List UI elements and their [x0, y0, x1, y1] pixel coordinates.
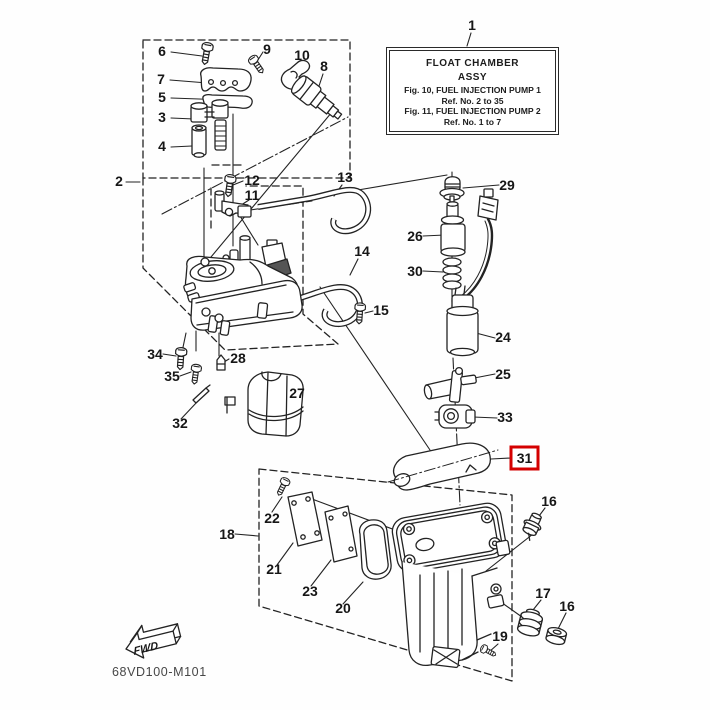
ref-label-18[interactable]: 18 [219, 526, 235, 542]
part-32-pin [192, 384, 211, 404]
assy-title-line-2: ASSY [457, 72, 488, 83]
ref-label-8[interactable]: 8 [320, 58, 328, 74]
ref-label-34[interactable]: 34 [147, 346, 163, 362]
ref-label-29[interactable]: 29 [499, 177, 515, 193]
ref-label-6[interactable]: 6 [158, 43, 166, 59]
ref-label-33[interactable]: 33 [497, 409, 513, 425]
part-30-spring [442, 257, 462, 290]
ref-labels: 1 2 6 7 5 3 4 9 10 8 12 11 13 14 15 34 3… [115, 17, 575, 644]
ref-label-11[interactable]: 11 [245, 187, 260, 203]
highlight-box [509, 445, 540, 471]
part-34-screw [173, 346, 188, 371]
float-chamber-body [391, 502, 511, 669]
float-chamber-assy-box-inner: FLOAT CHAMBER ASSY Fig. 10, FUEL INJECTI… [389, 50, 556, 132]
ref-label-16a[interactable]: 16 [541, 493, 557, 509]
ref-label-23[interactable]: 23 [302, 583, 318, 599]
highlighted-ref-31[interactable]: 31 [509, 445, 540, 471]
group-18-dashed-box [258, 468, 513, 682]
fuel-pump-body [183, 235, 303, 336]
assy-fig-line-2: Fig. 11, FUEL INJECTION PUMP 2 [404, 106, 541, 117]
ref-label-30[interactable]: 30 [407, 263, 423, 279]
part-25-fitting [423, 366, 477, 403]
ref-label-14[interactable]: 14 [354, 243, 370, 259]
part-7-clamp [200, 67, 252, 92]
ref-label-25[interactable]: 25 [495, 366, 511, 382]
float-chamber-assy-box: FLOAT CHAMBER ASSY Fig. 10, FUEL INJECTI… [386, 47, 559, 135]
part-3-joint [190, 99, 229, 151]
ref-label-32[interactable]: 32 [172, 415, 188, 431]
ref-label-28[interactable]: 28 [230, 350, 246, 366]
part-13-hose [257, 187, 372, 235]
ref-label-10[interactable]: 10 [294, 47, 310, 63]
fwd-arrow [125, 623, 182, 659]
ref-label-16b[interactable]: 16 [559, 598, 575, 614]
ref-label-4[interactable]: 4 [158, 138, 166, 154]
assy-fig-line-1: Fig. 10, FUEL INJECTION PUMP 1 [404, 85, 541, 95]
part-22-screw [273, 475, 292, 498]
part-24-fuel-pump [446, 188, 499, 357]
part-4-cylinder [191, 124, 207, 158]
ref-label-17[interactable]: 17 [535, 585, 551, 601]
ref-label-3[interactable]: 3 [158, 109, 166, 125]
part-33-mount [434, 404, 476, 429]
part-12-screw [221, 173, 238, 198]
ref-label-24[interactable]: 24 [495, 329, 511, 345]
ref-label-9[interactable]: 9 [263, 41, 271, 57]
ref-label-1[interactable]: 1 [468, 17, 476, 33]
part-19-screw [478, 643, 499, 660]
group-2-dashed-box [142, 39, 351, 351]
ref-label-7[interactable]: 7 [157, 71, 165, 87]
ref-label-26[interactable]: 26 [407, 228, 423, 244]
ref-label-13[interactable]: 13 [337, 169, 353, 185]
assy-title-line-1: FLOAT CHAMBER [426, 58, 519, 69]
part-8-valve [290, 75, 343, 120]
part-26-filter [440, 195, 466, 257]
part-35-screw [188, 363, 203, 386]
ref-label-2[interactable]: 2 [115, 173, 123, 189]
assy-ref-line-1: Ref. No. 2 to 35 [441, 95, 504, 106]
part-20-gasket [358, 519, 392, 580]
ref-label-21[interactable]: 21 [266, 561, 282, 577]
assy-ref-line-2: Ref. No. 1 to 7 [443, 116, 502, 127]
part-31-gasket [387, 442, 499, 491]
part-23-gasket [324, 505, 358, 563]
part-17-damper [516, 608, 544, 637]
part-27-cover [224, 371, 304, 437]
ref-label-22[interactable]: 22 [264, 510, 280, 526]
part-11-bracket [214, 190, 252, 218]
ref-label-12[interactable]: 12 [244, 172, 260, 188]
ref-label-35[interactable]: 35 [164, 368, 180, 384]
highlight-ref-text: 31 [517, 450, 533, 466]
part-16-grommet-upper [522, 512, 542, 542]
part-21-plate [287, 491, 323, 547]
ref-label-27[interactable]: 27 [289, 385, 305, 401]
part-6-screw [198, 41, 215, 66]
drawing-code: 68VD100-M101 [112, 665, 207, 679]
ref-label-15[interactable]: 15 [373, 302, 389, 318]
part-28-nipple [216, 354, 226, 371]
ref-label-5[interactable]: 5 [158, 89, 166, 105]
ref-label-19[interactable]: 19 [492, 628, 508, 644]
ref-label-20[interactable]: 20 [335, 600, 351, 616]
fwd-arrow-label: FWD [133, 640, 158, 658]
part-16-grommet-lower [545, 626, 568, 646]
